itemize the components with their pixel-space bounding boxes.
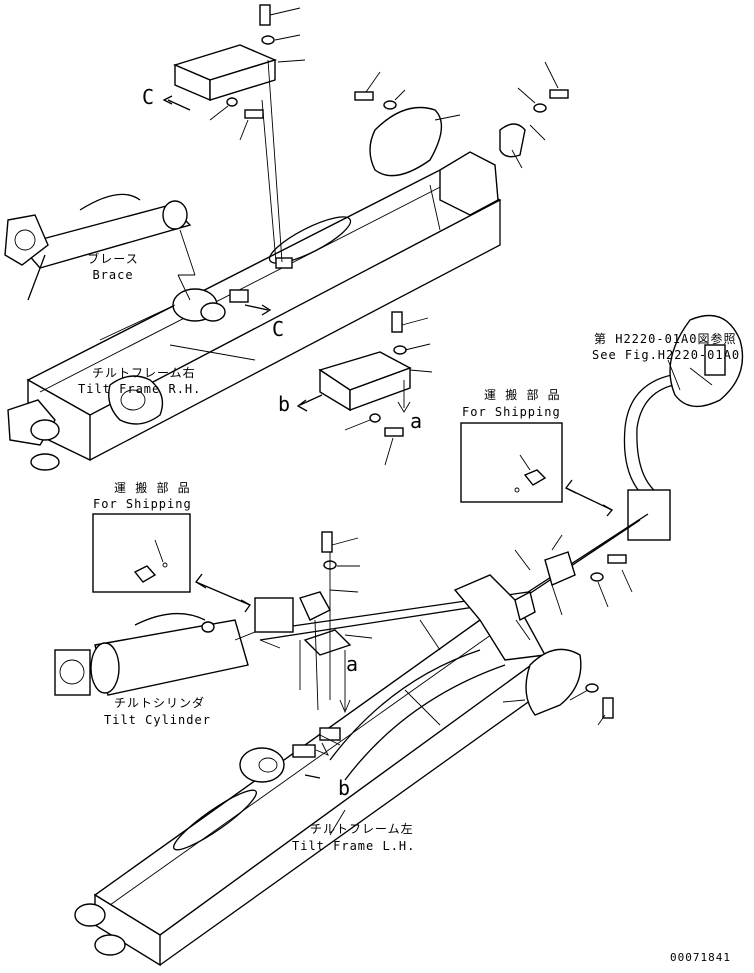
middle-step-parts	[318, 311, 433, 466]
marker-c-upper: C	[142, 85, 155, 109]
tilt-frame-lh-label-jp: チルトフレーム左	[310, 822, 414, 836]
tilt-frame-lh	[74, 574, 547, 967]
brace-assembly	[4, 193, 196, 341]
lower-small-parts	[259, 531, 633, 756]
tilt-frame-rh-label-jp: チルトフレーム右	[92, 366, 196, 380]
shipping-box-2	[92, 513, 191, 593]
marker-b-lower: b	[338, 776, 351, 800]
leader-lines	[169, 344, 441, 836]
shipping-box-1	[460, 422, 563, 503]
shipping-label-2-jp: 運 搬 部 品	[114, 481, 191, 495]
drawing-number: 00071841	[670, 951, 731, 964]
tilt-frame-lh-label-en: Tilt Frame L.H.	[292, 839, 416, 853]
reference-label-jp: 第 H2220-01A0図参照	[594, 332, 737, 346]
tilt-cylinder-label-en: Tilt Cylinder	[104, 713, 211, 727]
tilt-frame-rh-label-en: Tilt Frame R.H.	[78, 382, 202, 396]
brace-label-jp: ブレース	[87, 252, 139, 266]
shipping-arrows	[195, 479, 614, 613]
tilt-cylinder	[54, 612, 256, 696]
shipping-label-1-en: For Shipping	[462, 405, 561, 419]
shipping-label-1-jp: 運 搬 部 品	[484, 388, 561, 402]
hydraulic-hoses	[254, 314, 744, 641]
marker-a-upper: a	[410, 409, 423, 433]
upper-step-parts	[172, 4, 569, 263]
shipping-label-2-en: For Shipping	[93, 497, 192, 511]
tilt-frame-rh	[7, 151, 502, 471]
marker-c-lower: C	[272, 317, 285, 341]
reference-label-en: See Fig.H2220-01A0	[592, 348, 741, 362]
marker-b-upper: b	[278, 392, 291, 416]
brace-label-en: Brace	[92, 268, 134, 282]
marker-arrows	[162, 95, 323, 779]
tilt-cylinder-label-jp: チルトシリンダ	[114, 696, 206, 710]
marker-a-lower: a	[346, 652, 359, 676]
